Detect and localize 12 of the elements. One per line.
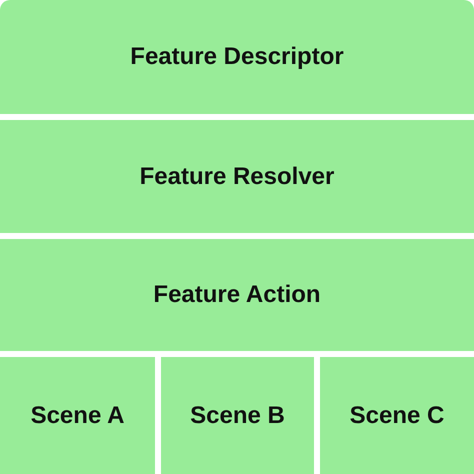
layer-label: Feature Action — [153, 281, 321, 309]
layer-box — [0, 120, 474, 233]
layer-label: Feature Descriptor — [130, 43, 344, 71]
layer-box — [320, 357, 474, 474]
layer-label: Scene C — [350, 402, 444, 430]
layer-label: Feature Resolver — [140, 162, 334, 190]
layer-label: Scene B — [190, 402, 285, 430]
layer-box — [0, 239, 474, 351]
layer-box — [161, 357, 314, 474]
layer-label: Scene A — [30, 402, 124, 430]
layer-box — [0, 357, 155, 474]
layer-box — [0, 0, 474, 114]
